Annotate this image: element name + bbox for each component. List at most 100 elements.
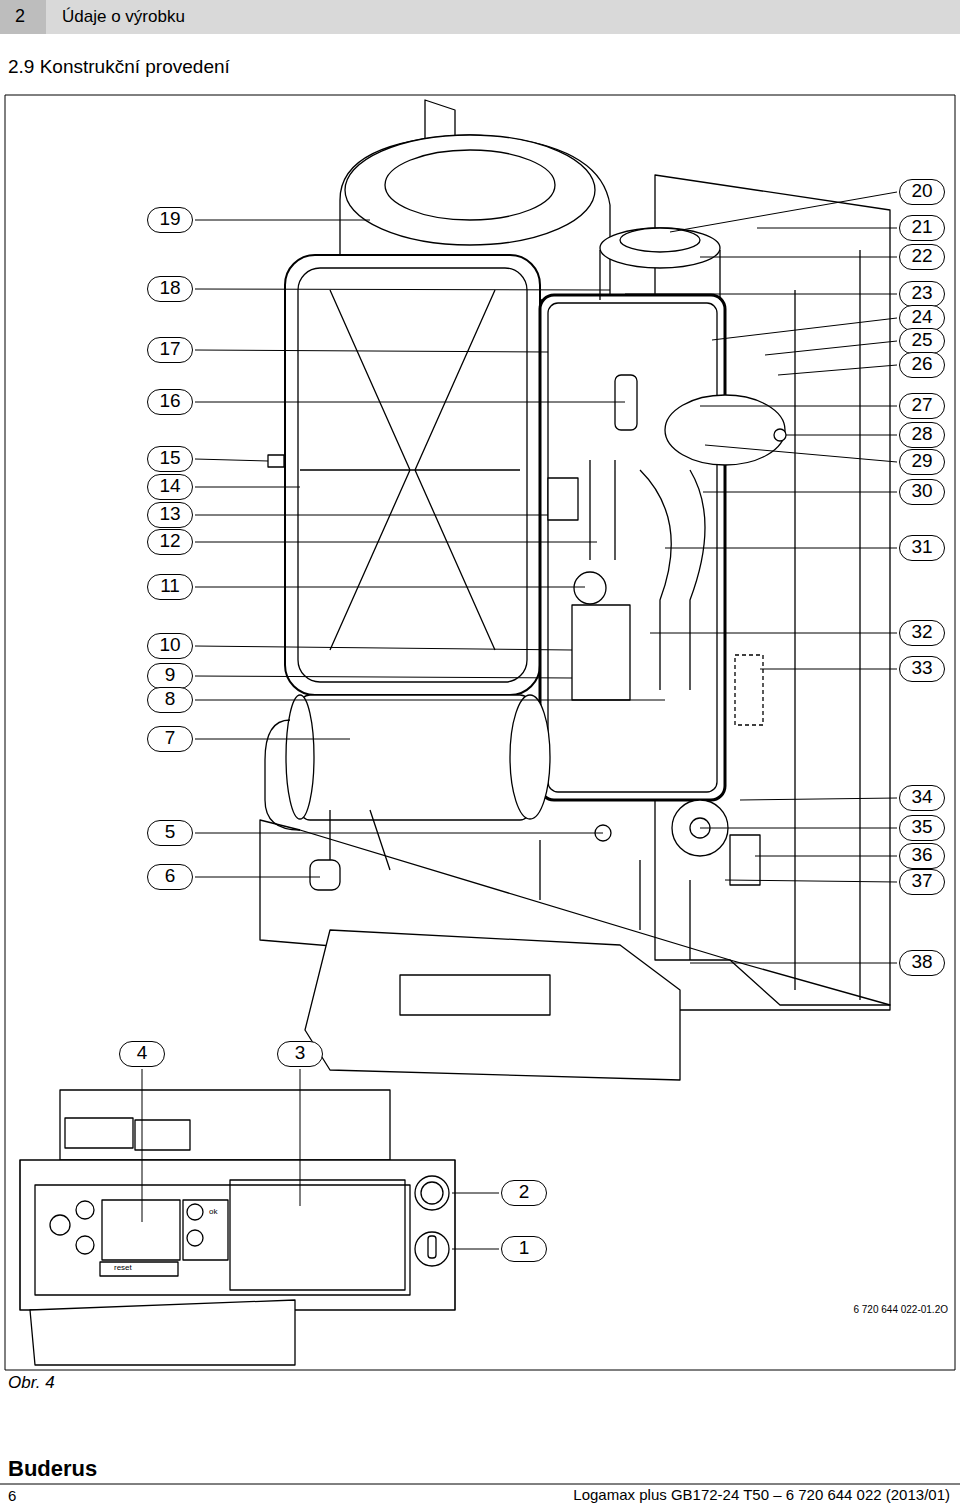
leader-line [195,877,320,878]
figure-frame [5,95,955,1370]
callout-number: 7 [147,726,193,752]
heat-exchanger [300,695,530,820]
casing-edge [794,290,795,990]
callout-number: 19 [147,207,193,233]
leader-line [690,963,897,964]
leader-line [195,542,597,543]
vessel-valve [268,455,284,467]
drawing-number: 6 720 644 022-01.2O [853,1304,948,1315]
callout-text: 35 [911,816,932,837]
leader-line [452,1249,499,1250]
callout-text: 13 [159,503,180,524]
callout-text: 38 [911,951,932,972]
callout-number: 17 [147,337,193,363]
casing-edge [859,250,860,1000]
callout-text: 33 [911,657,932,678]
brand-logo: Buderus [8,1456,97,1482]
callout-number: 29 [899,449,945,475]
callout-text: 27 [911,394,932,415]
panel-window [135,1120,190,1150]
gas-valve-knob [574,572,606,604]
callout-number: 15 [147,446,193,472]
leader-line [778,365,897,375]
button-label: reset [114,1263,132,1272]
callout-text: 37 [911,870,932,891]
callout-number: 25 [899,328,945,354]
callout-number: 10 [147,633,193,659]
callout-number: 30 [899,479,945,505]
callout-text: 9 [165,664,176,685]
callout-text: 29 [911,450,932,471]
header-bar [0,0,960,34]
leader-line [195,289,610,290]
callout-number: 22 [899,244,945,270]
button [187,1204,203,1220]
panel-face [35,1185,410,1295]
vessel-rim [298,268,527,682]
callout-text: 15 [159,447,180,468]
leader-line [665,548,897,549]
callout-text: 16 [159,390,180,411]
panel-window [65,1118,133,1148]
leader-line [786,435,897,436]
leader-line [195,487,300,488]
footer-rule [0,1484,960,1485]
callout-number: 8 [147,687,193,713]
leader-line [670,192,897,232]
control-panel [20,1160,455,1310]
fan-plug [774,429,786,441]
callout-number: 35 [899,815,945,841]
callout-number: 38 [899,950,945,976]
callout-number: 34 [899,785,945,811]
exchanger-end [286,695,314,819]
chapter-box [0,0,46,34]
pressure-gauge [415,1176,449,1210]
button [187,1230,203,1246]
callout-number: 14 [147,474,193,500]
callout-number: 3 [277,1041,323,1067]
button-field [183,1200,228,1260]
leader-line [195,646,572,650]
callout-text: 20 [911,180,932,201]
chapter-number: 2 [15,6,25,27]
exchanger-end [510,695,550,819]
panel-lip [30,1300,295,1365]
callout-number: 27 [899,393,945,419]
document-reference: Logamax plus GB172-24 T50 – 6 720 644 02… [573,1486,950,1503]
leader-line [300,1069,301,1206]
callout-text: 18 [159,277,180,298]
callout-number: 4 [119,1041,165,1067]
callout-number: 36 [899,843,945,869]
callout-number: 11 [147,574,193,600]
leader-line [195,350,548,352]
leader-line [195,402,625,403]
callout-text: 31 [911,536,932,557]
leader-line [705,445,897,462]
icon [50,1215,70,1235]
leader-line [195,739,350,740]
callout-number: 2 [501,1180,547,1206]
callout-text: 3 [295,1042,306,1063]
callout-text: 1 [519,1237,530,1258]
callout-number: 28 [899,422,945,448]
expansion-vessel [285,255,540,695]
button [76,1236,94,1254]
switch-knob [428,1236,436,1258]
exchanger-pipe [265,720,300,830]
gauge-dial [421,1182,443,1204]
callout-number: 16 [147,389,193,415]
leader-line [760,669,897,670]
callout-text: 25 [911,329,932,350]
callout-text: 4 [137,1042,148,1063]
callout-text: 14 [159,475,180,496]
callout-text: 36 [911,844,932,865]
callout-number: 1 [501,1236,547,1262]
leader-line [757,228,897,229]
leader-line [650,633,897,634]
main-switch [415,1232,449,1266]
leader-line [195,459,268,461]
callout-text: 23 [911,282,932,303]
callout-text: 10 [159,634,180,655]
callout-text: 26 [911,353,932,374]
